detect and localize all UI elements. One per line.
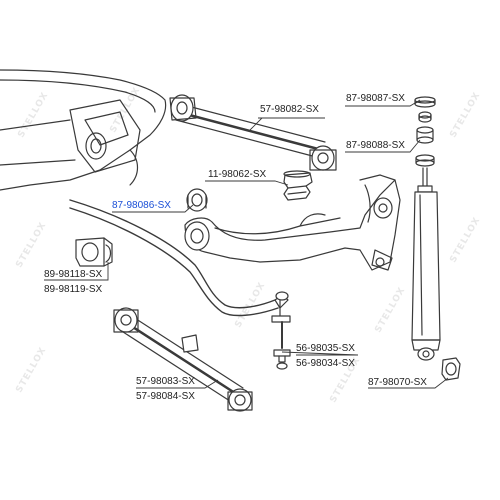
bump-stop-drawing (283, 170, 313, 201)
part-label-56-98034: 56-98034-SX (296, 358, 355, 369)
part-label-87-98088: 87-98088-SX (346, 140, 405, 151)
leader-lines (44, 99, 449, 389)
shock-bushing-drawing (441, 357, 461, 381)
stabilizer-bushing-drawing (75, 237, 113, 267)
upper-arm-drawing (169, 94, 337, 171)
stabilizer-link-drawing (271, 291, 291, 370)
subframe-drawing (0, 69, 167, 191)
shock-absorber-drawing (411, 167, 441, 361)
part-label-89-98118: 89-98118-SX (44, 269, 103, 280)
lower-control-arm-drawing (184, 174, 401, 271)
top-mount-drawing (414, 96, 436, 123)
part-label-87-98070: 87-98070-SX (368, 377, 427, 388)
part-label-57-98083: 57-98083-SX (136, 376, 195, 387)
part-label-57-98084: 57-98084-SX (136, 391, 195, 402)
part-label-57-98082: 57-98082-SX (260, 104, 319, 115)
part-label-89-98119: 89-98119-SX (44, 284, 103, 295)
part-label-87-98086-highlighted: 87-98086-SX (112, 200, 171, 211)
lower-arm-drawing (113, 307, 253, 412)
part-label-56-98035: 56-98035-SX (296, 343, 355, 354)
part-label-87-98087: 87-98087-SX (346, 93, 405, 104)
top-bushing-drawing (415, 126, 435, 167)
part-label-11-98062: 11-98062-SX (208, 169, 267, 180)
